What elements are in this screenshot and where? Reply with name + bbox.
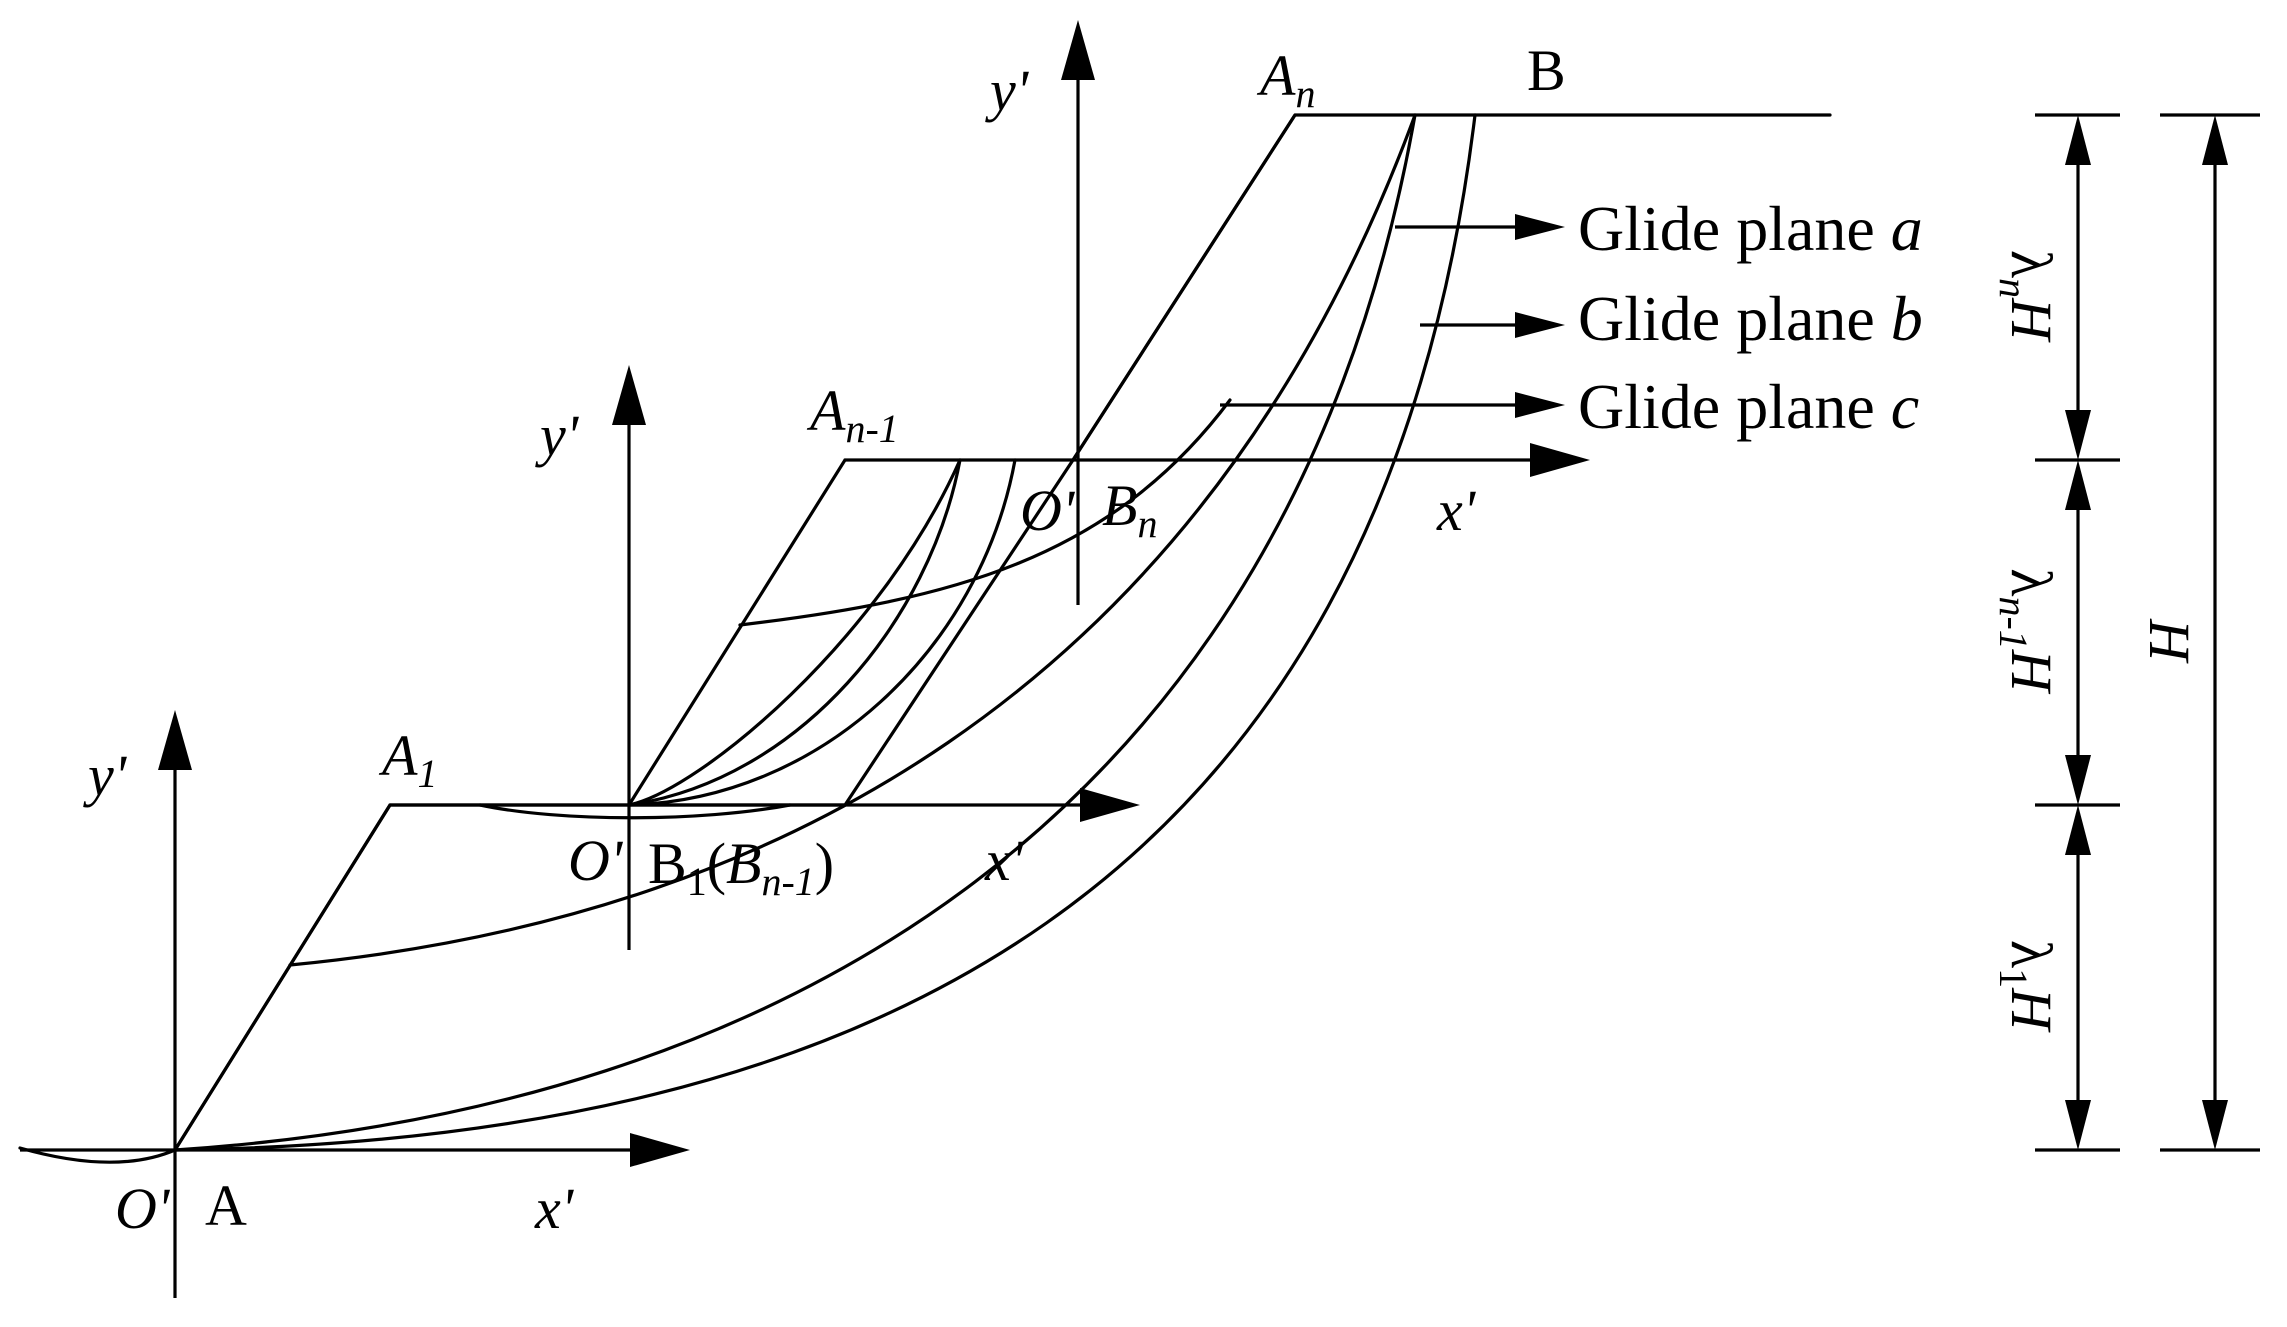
leader-b-arrow — [1515, 312, 1565, 338]
slope-segment-upper — [1071, 113, 1297, 462]
y-axis-bottom-arrow — [158, 710, 192, 770]
label-y-axis-top: y' — [985, 58, 1030, 123]
toe-arc-bottom — [18, 1146, 177, 1164]
label-point-A1: A1 — [378, 723, 437, 796]
label-dim-lambda-n: λnH — [1991, 250, 2064, 343]
label-dim-lambda-1: λ1H — [1991, 940, 2064, 1033]
dim-arrow-lambda-n-top — [2065, 115, 2091, 165]
slope-segment-base — [173, 803, 392, 1152]
dim-arrow-total-top — [2202, 115, 2228, 165]
y-axis-mid-arrow — [612, 365, 646, 425]
dim-arrow-lambda-1-top — [2065, 805, 2091, 855]
label-x-axis-top: x' — [1436, 478, 1477, 543]
glide-curve-b-outer — [173, 113, 1477, 1152]
label-dim-lambda-n1: λn-1H — [1991, 568, 2064, 694]
label-origin-mid: O' — [568, 828, 624, 893]
label-y-axis-bottom: y' — [83, 743, 128, 808]
x-axis-bottom-arrow — [630, 1133, 690, 1167]
label-x-axis-bottom: x' — [534, 1176, 575, 1241]
x-axis-mid-arrow — [1080, 788, 1140, 822]
label-y-axis-mid: y' — [535, 403, 580, 468]
dim-arrow-total-bottom — [2202, 1100, 2228, 1150]
label-x-axis-mid: x' — [984, 828, 1025, 893]
label-dim-total: H — [2137, 618, 2202, 664]
dim-arrow-lambda-n-bottom — [2065, 410, 2091, 460]
label-point-B1: B1(Bn-1) — [648, 831, 834, 904]
label-point-An: An — [1256, 43, 1315, 116]
glide-curve-mid-2 — [627, 458, 1017, 807]
glide-curve-a-outer — [173, 113, 1417, 1152]
label-point-Bn: Bn — [1102, 473, 1157, 546]
glide-curve-mid-1 — [627, 458, 962, 807]
label-point-B: B — [1527, 38, 1566, 103]
slope-profile — [173, 113, 1832, 1152]
x-axis-top-arrow — [1530, 443, 1590, 477]
label-point-An1: An-1 — [806, 378, 899, 451]
label-glide-plane-c: Glide plane c — [1578, 371, 1919, 442]
dim-arrow-lambda-n1-top — [2065, 460, 2091, 510]
dim-arrow-lambda-1-bottom — [2065, 1100, 2091, 1150]
label-origin-bottom: O' — [115, 1176, 171, 1241]
label-glide-plane-b: Glide plane b — [1578, 283, 1923, 354]
y-axis-top-arrow — [1061, 20, 1095, 80]
label-glide-plane-a: Glide plane a — [1578, 193, 1923, 264]
dim-arrow-lambda-n1-bottom — [2065, 755, 2091, 805]
leader-c-arrow — [1515, 392, 1565, 418]
glide-curve-mid-4 — [627, 458, 962, 807]
leader-a-arrow — [1515, 214, 1565, 240]
toe-arc-mid — [478, 803, 792, 820]
label-origin-top: O' — [1020, 478, 1076, 543]
glide-curve-c-outer — [288, 113, 1417, 967]
slope-segment-lower — [627, 458, 847, 807]
label-point-A: A — [205, 1173, 247, 1238]
